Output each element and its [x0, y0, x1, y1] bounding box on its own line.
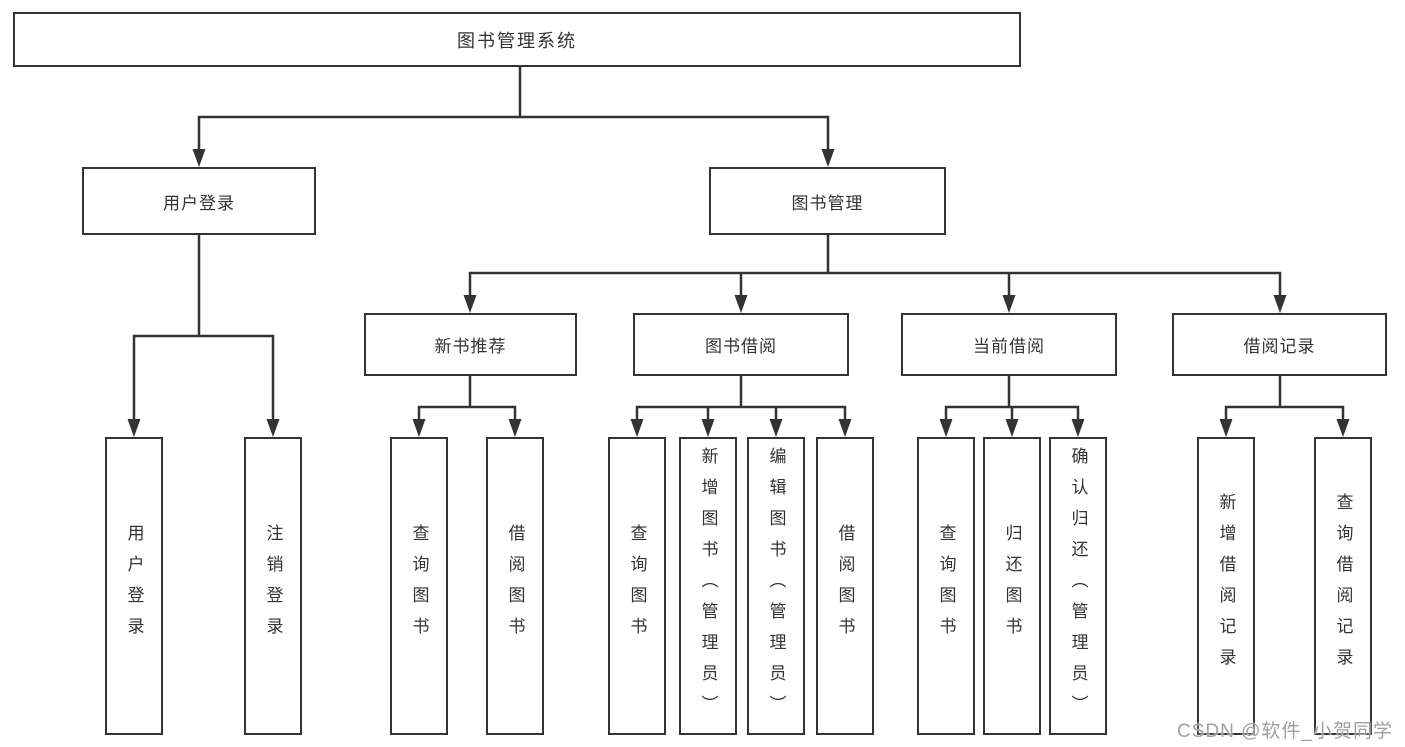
node-logout-action: 注销登录 — [244, 437, 302, 735]
arrowhead — [769, 419, 783, 437]
node-label: 归还图书 — [1002, 524, 1022, 648]
node-new-book-recommend: 新书推荐 — [364, 313, 577, 376]
arrowhead — [701, 419, 715, 437]
node-label: 借阅图书 — [835, 524, 855, 648]
node-query-books-current: 查询图书 — [917, 437, 975, 735]
connector-currentborrow-to-leaves — [939, 374, 1085, 437]
arrowhead — [1273, 295, 1287, 313]
arrowhead — [1071, 419, 1085, 437]
connector-root-to-level2 — [192, 65, 835, 167]
arrowhead — [1005, 419, 1019, 437]
arrowhead — [192, 149, 206, 167]
connector-userlogin-to-leaves — [127, 233, 280, 437]
node-add-borrow-record: 新增借阅记录 — [1197, 437, 1255, 735]
node-label: 当前借阅 — [973, 337, 1045, 356]
arrowhead — [734, 295, 748, 313]
node-edit-book-admin: 编辑图书（管理员） — [747, 437, 805, 735]
arrowhead — [821, 149, 835, 167]
connector-bookborrow-to-leaves — [630, 374, 852, 437]
csdn-watermark: CSDN @软件_小贺同学 — [1177, 721, 1393, 742]
node-label: 查询图书 — [409, 524, 429, 648]
node-label: 新增借阅记录 — [1216, 493, 1236, 679]
node-return-book: 归还图书 — [983, 437, 1041, 735]
node-label: 图书管理系统 — [457, 30, 577, 51]
arrowhead — [838, 419, 852, 437]
arrowhead — [508, 419, 522, 437]
node-query-books-recommend: 查询图书 — [390, 437, 448, 735]
node-label: 用户登录 — [163, 193, 235, 213]
node-label: 查询借阅记录 — [1333, 493, 1353, 679]
node-query-books-borrow: 查询图书 — [608, 437, 666, 735]
node-current-borrow: 当前借阅 — [901, 313, 1117, 376]
arrowhead — [127, 419, 141, 437]
node-borrow-record: 借阅记录 — [1172, 313, 1387, 376]
connector-bookmgmt-to-level3 — [463, 233, 1287, 313]
node-add-book-admin: 新增图书（管理员） — [679, 437, 737, 735]
node-label: 借阅图书 — [505, 524, 525, 648]
node-user-login-action: 用户登录 — [105, 437, 163, 735]
connector-newbook-to-leaves — [412, 374, 522, 437]
node-label: 图书管理 — [791, 193, 864, 213]
node-label: 借阅记录 — [1243, 337, 1316, 356]
node-borrow-books-recommend: 借阅图书 — [486, 437, 544, 735]
node-label: 注销登录 — [263, 524, 283, 648]
arrowhead — [1002, 295, 1016, 313]
arrowhead — [1336, 419, 1350, 437]
node-confirm-return-admin: 确认归还（管理员） — [1049, 437, 1107, 735]
node-label: 查询图书 — [627, 524, 647, 648]
node-label: 确认归还（管理员） — [1068, 446, 1088, 726]
node-book-borrow: 图书借阅 — [633, 313, 849, 376]
node-library-system: 图书管理系统 — [13, 12, 1021, 67]
node-query-borrow-record: 查询借阅记录 — [1314, 437, 1372, 735]
node-label: 查询图书 — [936, 524, 956, 648]
node-label: 编辑图书（管理员） — [766, 446, 786, 726]
node-user-login: 用户登录 — [82, 167, 316, 235]
node-label: 新书推荐 — [434, 337, 507, 356]
arrowhead — [939, 419, 953, 437]
arrowhead — [630, 419, 644, 437]
node-borrow-books-action: 借阅图书 — [816, 437, 874, 735]
node-book-management: 图书管理 — [709, 167, 946, 235]
node-label: 图书借阅 — [705, 337, 777, 356]
arrowhead — [463, 295, 477, 313]
node-label: 用户登录 — [124, 524, 144, 648]
arrowhead — [412, 419, 426, 437]
arrowhead — [1219, 419, 1233, 437]
arrowhead — [266, 419, 280, 437]
node-label: 新增图书（管理员） — [698, 446, 718, 726]
connector-borrowrecord-to-leaves — [1219, 374, 1350, 437]
